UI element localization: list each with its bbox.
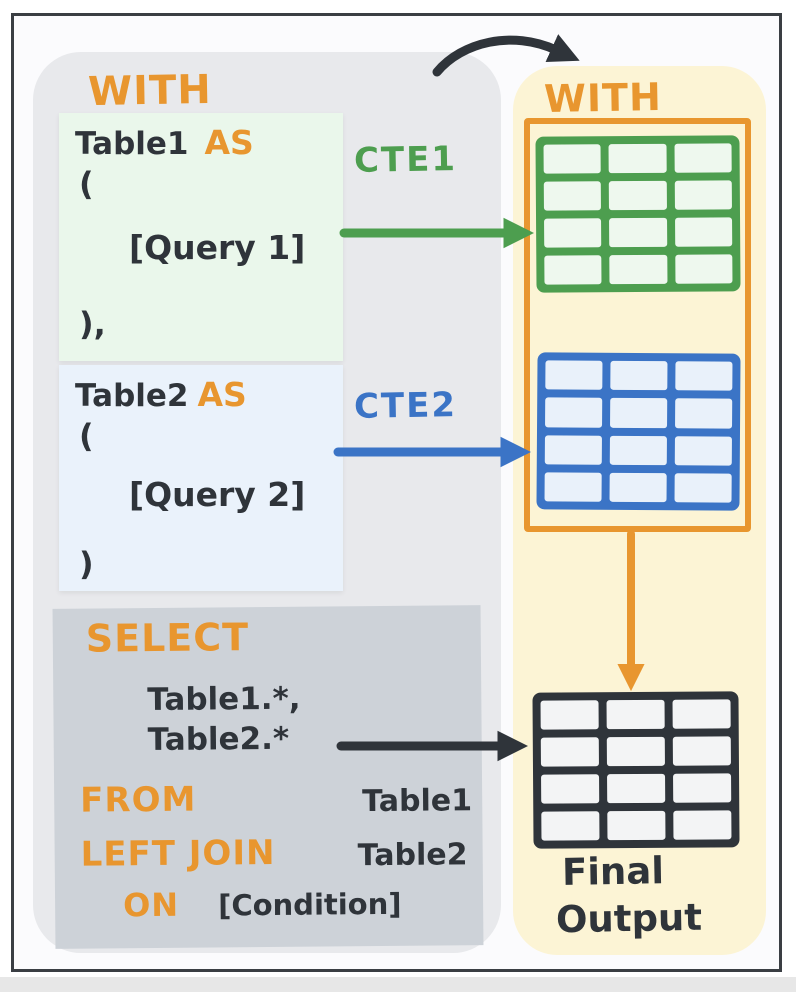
table-cell xyxy=(541,774,600,804)
cte-results-container xyxy=(524,118,751,532)
select-keyword: SELECT xyxy=(85,615,250,661)
cte2-label: CTE2 xyxy=(353,385,458,427)
cte1-title-line: Table1 AS xyxy=(75,123,254,162)
on-condition-placeholder: [Condition] xyxy=(217,886,402,923)
cte2-table-name: Table2 xyxy=(75,378,189,414)
select-column-1: Table1.*, xyxy=(147,680,301,719)
cte2-close-paren: ) xyxy=(79,545,94,583)
table-cell xyxy=(609,254,668,285)
table-cell xyxy=(606,699,665,730)
table-cell xyxy=(672,736,731,766)
final-output-table xyxy=(532,691,740,849)
table-cell xyxy=(672,699,731,729)
table-cell xyxy=(544,218,602,248)
final-caption-line1: Final xyxy=(561,849,665,894)
table-cell xyxy=(674,180,732,210)
table-cell xyxy=(545,397,603,428)
cte1-result-table xyxy=(535,135,741,293)
table-cell xyxy=(675,361,733,391)
cte2-as-keyword: AS xyxy=(197,375,247,414)
table-cell xyxy=(543,181,602,211)
select-column-2: Table2.* xyxy=(147,720,290,759)
table-cell xyxy=(674,435,732,466)
left-join-keyword: LEFT JOIN xyxy=(80,832,276,875)
from-keyword: FROM xyxy=(80,779,197,821)
cte1-definition-box: Table1 AS ( [Query 1] ), xyxy=(59,113,343,361)
final-select-box: SELECT Table1.*, Table2.* FROM Table1 LE… xyxy=(52,605,484,949)
table-cell xyxy=(608,143,667,174)
cte2-definition-box: Table2 AS ( [Query 2] ) xyxy=(59,365,343,591)
table-cell xyxy=(675,398,733,429)
table-cell xyxy=(540,737,599,767)
table-cell xyxy=(609,217,667,248)
table-cell xyxy=(610,398,668,428)
cte2-query-placeholder: [Query 2] xyxy=(129,475,306,514)
table-cell xyxy=(543,144,602,174)
table-cell xyxy=(674,217,733,247)
cte1-query-placeholder: [Query 1] xyxy=(129,228,306,267)
table-cell xyxy=(673,773,732,803)
cte2-result-table xyxy=(536,352,741,511)
final-caption-line2: Output xyxy=(555,895,703,942)
cte1-open-paren: ( xyxy=(79,165,94,203)
table-cell xyxy=(609,472,667,503)
from-table-name: Table1 xyxy=(362,783,473,820)
cte2-title-line: Table2 AS xyxy=(75,375,247,414)
table-cell xyxy=(607,773,666,804)
table-cell xyxy=(673,810,732,840)
table-cell xyxy=(606,736,665,767)
table-cell xyxy=(544,472,602,502)
cte1-close-paren: ), xyxy=(79,305,106,343)
table-cell xyxy=(545,360,603,390)
table-cell xyxy=(674,143,732,173)
table-cell xyxy=(674,254,733,284)
join-table-name: Table2 xyxy=(357,837,468,874)
cte2-open-paren: ( xyxy=(79,417,94,455)
table-cell xyxy=(607,810,666,841)
with-keyword-right: WITH xyxy=(543,74,663,122)
table-cell xyxy=(609,180,667,211)
table-cell xyxy=(541,811,600,841)
bottom-strip xyxy=(0,977,796,992)
table-cell xyxy=(544,255,602,285)
table-cell xyxy=(540,700,599,730)
table-cell xyxy=(544,434,602,465)
cte1-as-keyword: AS xyxy=(204,123,254,162)
cte1-table-name: Table1 xyxy=(75,126,189,162)
table-cell xyxy=(610,360,668,391)
cte1-label: CTE1 xyxy=(353,139,458,181)
with-keyword-left: WITH xyxy=(87,66,213,116)
on-keyword: ON xyxy=(122,885,180,925)
table-cell xyxy=(609,435,667,465)
table-cell xyxy=(674,473,732,503)
